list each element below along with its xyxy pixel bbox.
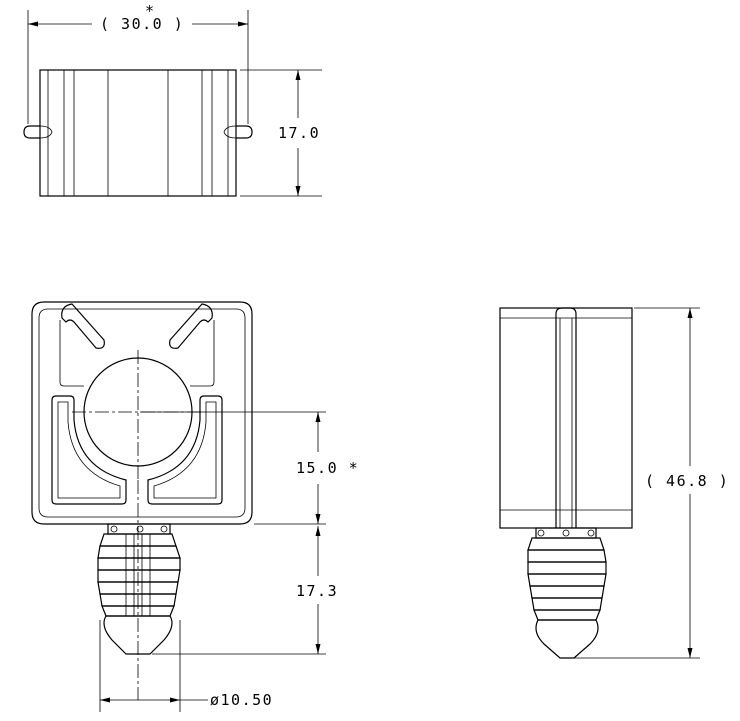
side-view: ( 46.8 ) — [499, 307, 729, 659]
top-view: ( 30.0 ) * 17.0 — [23, 2, 322, 197]
center-rib — [555, 307, 577, 528]
post-diameter-label: ø10.50 — [210, 691, 273, 709]
side-view-body — [499, 307, 633, 529]
overall-height-label: ( 46.8 ) — [645, 472, 729, 490]
width-dimension-mark: * — [145, 2, 156, 20]
post-length-label: 17.3 — [296, 582, 338, 600]
right-lug — [236, 125, 253, 139]
side-post-collar — [535, 527, 597, 539]
clip-housing — [31, 301, 253, 525]
height-dimension-label: 17.0 — [278, 124, 320, 142]
fir-tree-post — [97, 533, 181, 655]
right-retaining-arm — [169, 303, 213, 349]
top-view-body — [39, 69, 237, 197]
left-channel — [51, 395, 127, 505]
front-view: 15.0 * 17.3 ø10.50 — [31, 301, 359, 712]
clip-span-label: 15.0 * — [296, 459, 359, 477]
side-fir-tree-post — [527, 537, 607, 659]
left-lug — [23, 125, 40, 139]
left-retaining-arm — [61, 303, 105, 349]
width-dimension-label: ( 30.0 ) — [100, 15, 184, 33]
right-channel — [147, 395, 223, 505]
